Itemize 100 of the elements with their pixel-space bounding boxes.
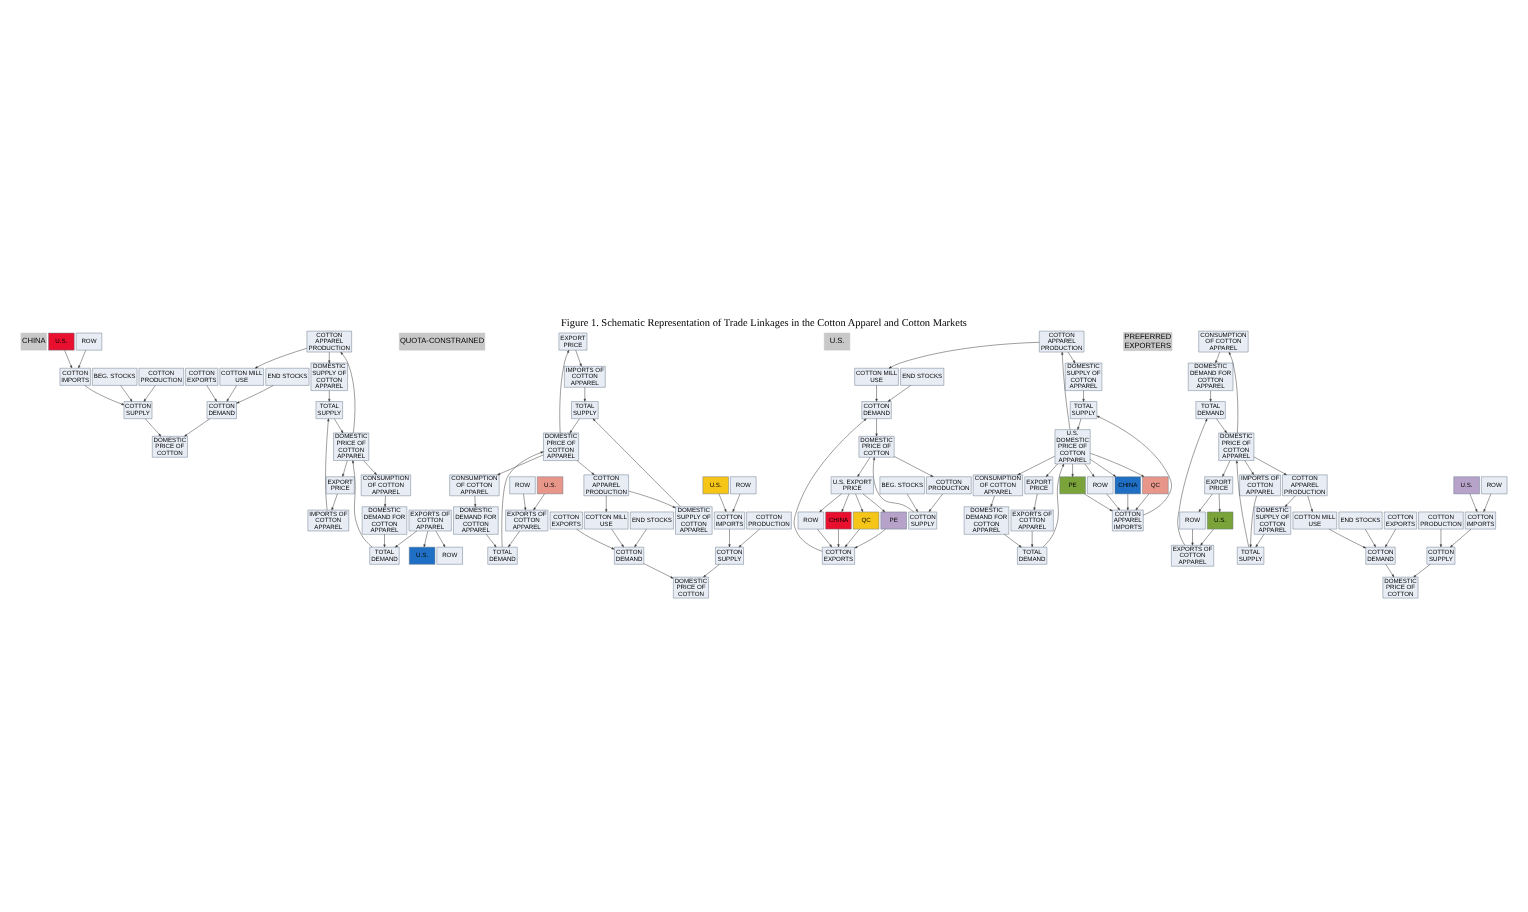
arrow	[1067, 350, 1076, 363]
arrow	[383, 533, 386, 547]
arrow	[206, 384, 217, 401]
arrow	[120, 384, 133, 401]
arrow	[872, 456, 915, 512]
arrow	[328, 350, 331, 363]
arrow	[78, 348, 86, 368]
arrow	[576, 527, 615, 549]
arrow	[501, 450, 544, 547]
arrow	[634, 527, 647, 547]
arrow	[1218, 492, 1221, 511]
arrow	[395, 529, 418, 547]
arrow	[236, 384, 274, 403]
arrow	[1042, 462, 1064, 547]
arrow	[1249, 494, 1257, 547]
arrow	[854, 527, 886, 548]
arrow	[1071, 462, 1074, 476]
arrow	[143, 384, 156, 401]
arrow	[486, 533, 497, 547]
arrow	[575, 348, 582, 366]
arrow	[1328, 527, 1366, 548]
arrow	[1090, 452, 1145, 476]
arrow	[583, 386, 586, 401]
arrow	[1469, 492, 1478, 511]
arrow	[508, 529, 520, 547]
arrow	[226, 384, 237, 401]
arrow	[145, 417, 162, 436]
arrow	[1200, 527, 1214, 545]
arrow	[718, 492, 727, 511]
arrow	[1235, 459, 1249, 547]
arrow	[1413, 563, 1431, 577]
arrow	[1216, 417, 1227, 433]
arrow	[1253, 455, 1287, 475]
arrow	[474, 494, 477, 506]
arrow	[1198, 492, 1213, 511]
arrow	[817, 527, 833, 547]
arrow	[334, 417, 344, 433]
arrow	[643, 562, 674, 578]
arrow	[1090, 458, 1116, 476]
arrow	[559, 349, 570, 433]
arrow	[1084, 492, 1113, 511]
arrow	[732, 492, 741, 511]
arrow	[497, 453, 544, 475]
arrow	[1483, 492, 1492, 511]
arrow	[1450, 527, 1472, 547]
arrow	[1126, 492, 1129, 510]
arrow	[1177, 417, 1208, 545]
arrow	[342, 459, 348, 476]
arrow	[875, 384, 878, 401]
arrow	[894, 455, 934, 476]
arrow	[1082, 389, 1085, 401]
arrow	[928, 492, 943, 511]
arrow	[84, 384, 125, 405]
arrow	[888, 341, 1040, 368]
arrow	[576, 459, 595, 475]
arrow	[64, 348, 73, 368]
arrow	[1031, 529, 1034, 547]
arrow	[1385, 527, 1396, 547]
arrow	[819, 492, 842, 512]
arrow	[728, 527, 731, 547]
arrow	[569, 417, 580, 433]
arrow	[1191, 527, 1194, 545]
arrow	[523, 492, 527, 510]
arrow	[1077, 417, 1082, 429]
arrow	[1228, 351, 1239, 433]
arrow	[1439, 527, 1442, 547]
arrow	[738, 527, 760, 547]
arrow	[592, 417, 681, 506]
arrow	[1385, 563, 1395, 577]
arrow	[1084, 462, 1095, 476]
arrow	[844, 527, 860, 547]
arrow	[1033, 492, 1038, 510]
arrow	[837, 527, 840, 547]
arrow	[340, 350, 356, 433]
arrow	[1284, 494, 1296, 506]
arrow	[1365, 527, 1376, 547]
arrow	[887, 384, 911, 401]
arrow	[352, 459, 373, 547]
arrow	[1061, 350, 1071, 429]
arrow	[1017, 454, 1056, 475]
arrow	[628, 489, 676, 507]
arrow	[990, 494, 995, 506]
arrow	[605, 494, 608, 511]
arrow	[184, 417, 211, 436]
arrow	[1045, 462, 1058, 476]
arrow	[862, 492, 886, 512]
arrow	[1244, 459, 1254, 474]
arrow	[325, 417, 330, 510]
arrow	[423, 529, 429, 547]
arrow	[328, 389, 331, 401]
arrow	[611, 527, 624, 547]
arrow	[331, 492, 338, 510]
arrow	[1307, 494, 1313, 511]
arrow	[793, 417, 867, 551]
arrow	[875, 417, 878, 436]
arrow	[1096, 414, 1172, 515]
arrow	[533, 492, 545, 510]
arrow	[703, 563, 720, 577]
arrow	[1209, 389, 1212, 401]
arrow	[1135, 492, 1150, 510]
